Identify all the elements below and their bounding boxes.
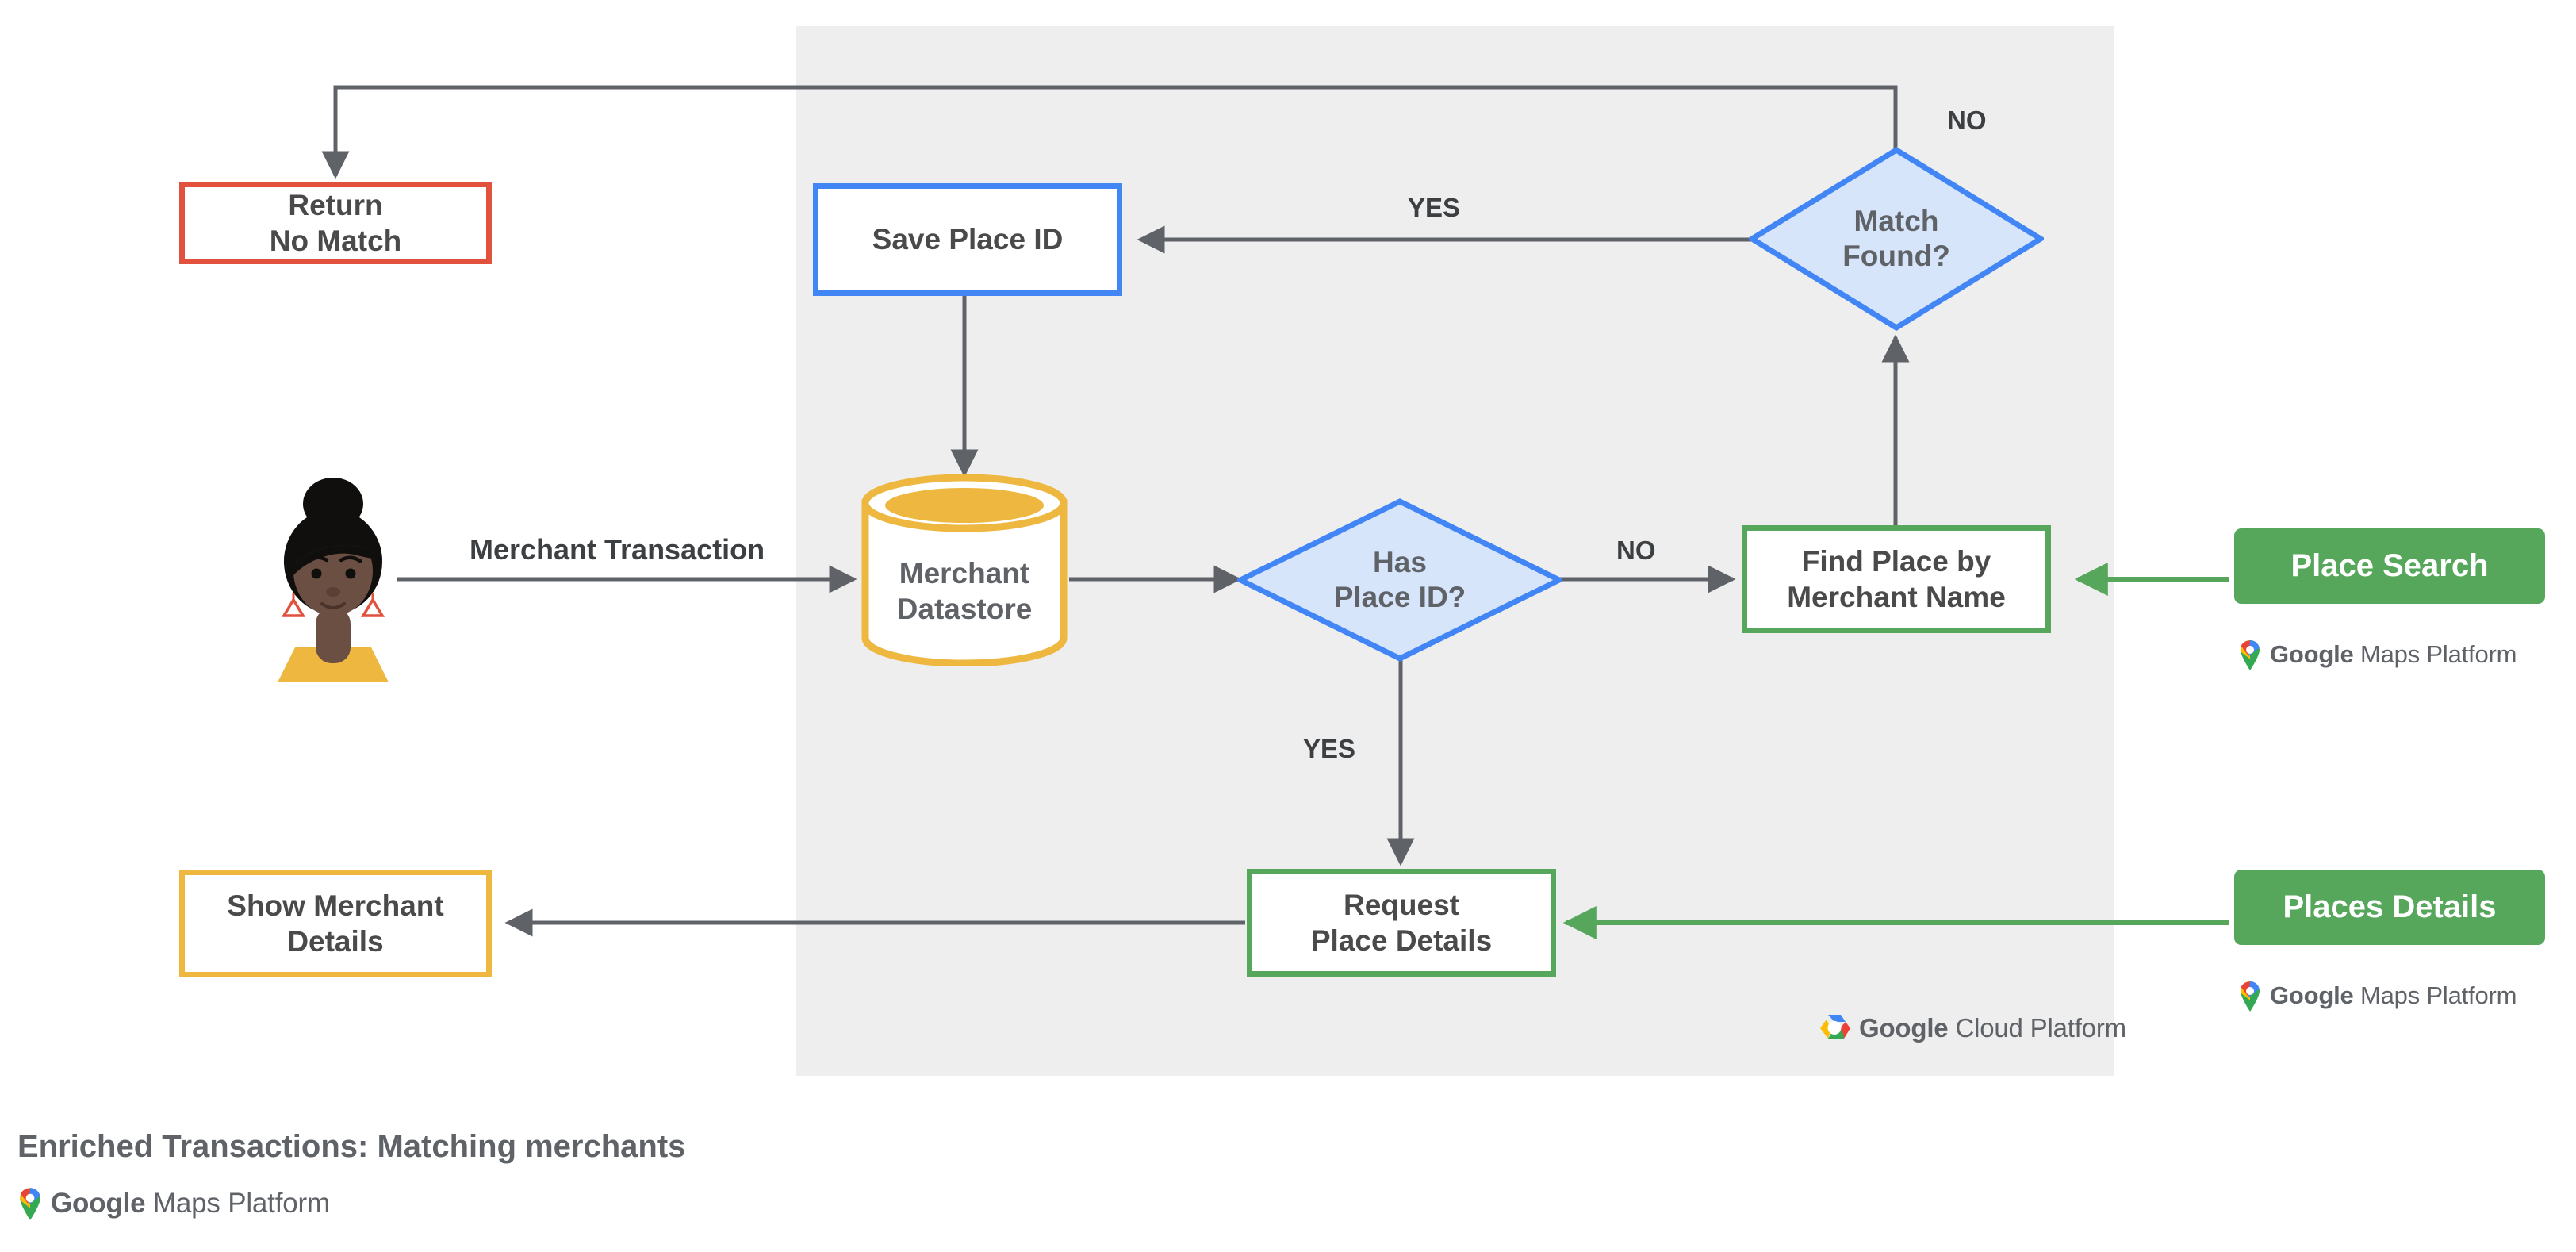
node-match-found[interactable]: Match Found? xyxy=(1749,147,2044,331)
maps-platform-logo-text: Google Maps Platform xyxy=(2270,640,2517,668)
edge-label-merchant-transaction: Merchant Transaction xyxy=(470,533,765,566)
google-cloud-platform-logo: Google Cloud Platform xyxy=(1818,1013,2126,1043)
node-return-no-match[interactable]: Return No Match xyxy=(179,182,492,264)
maps-platform-logo-text: Google Maps Platform xyxy=(2270,981,2517,1009)
diagram-caption: Enriched Transactions: Matching merchant… xyxy=(17,1129,686,1164)
maps-platform-logo-place-search: Google Maps Platform xyxy=(2238,639,2517,670)
edge-label-has-place-id-yes: YES xyxy=(1303,734,1356,763)
google-cloud-hexagon-icon xyxy=(1820,1015,1850,1039)
node-has-place-id[interactable]: Has Place ID? xyxy=(1237,498,1562,662)
maps-platform-logo-text: Google Maps Platform xyxy=(51,1187,330,1219)
node-show-merchant-details[interactable]: Show Merchant Details xyxy=(179,870,492,977)
node-request-place-details[interactable]: Request Place Details xyxy=(1247,869,1556,977)
node-places-details[interactable]: Places Details xyxy=(2234,870,2545,945)
maps-platform-logo-places-details: Google Maps Platform xyxy=(2238,980,2517,1012)
merchant-customer-avatar xyxy=(262,460,404,682)
diamond-shape xyxy=(1237,498,1562,662)
node-place-search[interactable]: Place Search xyxy=(2234,528,2545,604)
edge-label-has-place-id-no: NO xyxy=(1616,536,1656,565)
diamond-shape xyxy=(1749,147,2044,331)
google-maps-pin-icon xyxy=(2241,639,2260,670)
node-has-place-id-label: Has Place ID? xyxy=(1333,545,1466,613)
cloud-platform-logo-text: Google Cloud Platform xyxy=(1859,1013,2126,1043)
google-maps-pin-icon xyxy=(2241,981,2260,1012)
node-match-found-label: Match Found? xyxy=(1842,204,1950,272)
edge-label-match-found-yes: YES xyxy=(1408,193,1461,222)
node-save-place-id[interactable]: Save Place ID xyxy=(813,183,1122,296)
google-maps-pin-icon xyxy=(20,1188,40,1220)
person-illustration-icon xyxy=(278,478,389,682)
edge-label-match-found-no: NO xyxy=(1947,106,1987,135)
maps-platform-logo-footer: Google Maps Platform xyxy=(17,1186,330,1220)
node-find-place-by-merchant-name[interactable]: Find Place by Merchant Name xyxy=(1742,525,2051,633)
node-merchant-datastore-label: Merchant Datastore xyxy=(896,556,1033,625)
node-merchant-datastore[interactable]: Merchant Datastore xyxy=(861,474,1068,666)
cylinder-shape xyxy=(861,474,1068,666)
